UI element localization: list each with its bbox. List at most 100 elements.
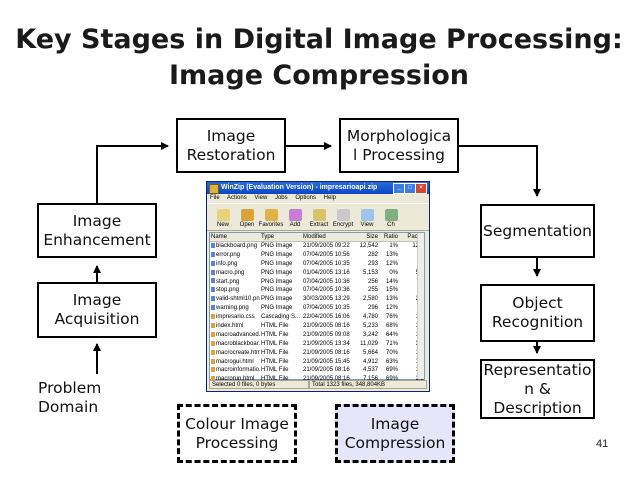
view-button[interactable]: View: [355, 204, 379, 230]
file-type: PNG Image: [260, 295, 302, 304]
file-modified: 21/09/2005 15:45: [302, 358, 354, 367]
file-type: HTML File: [260, 331, 302, 340]
file-size: 4,912: [354, 358, 378, 367]
column-header-modified[interactable]: Modified: [303, 234, 326, 240]
new-button[interactable]: New: [211, 204, 235, 230]
colour-image-processing-box: Colour Image Processing: [177, 404, 297, 463]
column-header-type[interactable]: Type: [261, 234, 275, 240]
menu-jobs[interactable]: Jobs: [274, 195, 288, 201]
image-restoration-label: Image Restoration: [186, 126, 276, 164]
file-ratio: 15%: [378, 286, 398, 295]
winzip-titlebar: WinZip (Evaluation Version) - impresario…: [207, 182, 429, 194]
slide-title: Key Stages in Digital Image Processing: …: [0, 22, 638, 94]
file-name: valid-shtml10.png: [210, 295, 260, 304]
column-header-ratio[interactable]: Ratio: [383, 234, 398, 240]
file-name: info.png: [210, 260, 260, 269]
close-icon[interactable]: ×: [415, 183, 427, 194]
open-button[interactable]: Open: [235, 204, 259, 230]
file-size: 255: [354, 286, 378, 295]
file-modified-text: 07/04/2005 10:56: [303, 251, 350, 258]
extract-button[interactable]: Extract: [307, 204, 331, 230]
file-ratio-text: 14%: [385, 278, 398, 285]
file-type-text: Cascading S...: [261, 314, 301, 321]
file-icon: [211, 251, 215, 257]
file-list-scrollbar[interactable]: [417, 233, 424, 379]
file-name: error.png: [210, 251, 260, 260]
file-name-text: start.png: [216, 278, 240, 285]
file-modified: 21/09/2005 08:16: [302, 349, 354, 358]
file-size: 2,580: [354, 295, 378, 304]
column-header-packed[interactable]: Packe: [407, 234, 424, 240]
file-ratio: 69%: [378, 375, 398, 384]
file-icon: [211, 305, 215, 311]
file-type-text: PNG Image: [261, 269, 293, 276]
file-modified-text: 21/09/2005 08:16: [303, 367, 350, 374]
file-name-text: error.png: [216, 251, 241, 258]
file-ratio-text: 15%: [385, 287, 398, 294]
file-ratio-text: 12%: [385, 260, 398, 267]
file-type: PNG Image: [260, 260, 302, 269]
column-header-size[interactable]: Size: [366, 234, 378, 240]
file-ratio: 70%: [378, 349, 398, 358]
file-modified-text: 21/09/2005 08:16: [303, 376, 350, 383]
file-name-text: macro.png: [216, 269, 245, 276]
file-size: 11,029: [354, 340, 378, 349]
file-name: macrocreate.html: [210, 349, 260, 358]
file-size-text: 2,580: [362, 296, 378, 303]
encrypt-button[interactable]: Encrypt: [331, 204, 355, 230]
checkout-button[interactable]: Ch: [379, 204, 403, 230]
file-type: HTML File: [260, 358, 302, 367]
file-name: impresario.css: [210, 313, 260, 322]
file-modified-text: 21/09/2005 08:16: [303, 323, 350, 330]
file-name: index.html: [210, 322, 260, 331]
file-icon: [211, 278, 215, 284]
winzip-title-text: WinZip (Evaluation Version) - impresario…: [221, 184, 378, 191]
file-modified-text: 07/04/2005 10:35: [303, 260, 350, 267]
file-modified: 21/09/2005 08:16: [302, 375, 354, 384]
file-type-text: PNG Image: [261, 278, 293, 285]
menu-view[interactable]: View: [254, 195, 268, 201]
file-name: start.png: [210, 278, 260, 287]
title-line-2: Image Compression: [168, 60, 470, 91]
menu-help[interactable]: Help: [323, 195, 337, 201]
file-size-text: 296: [367, 305, 378, 312]
arrow-enhancement-to-restoration: [96, 142, 169, 203]
file-type: PNG Image: [260, 269, 302, 278]
file-size-text: 11,029: [360, 340, 378, 347]
menu-file[interactable]: File: [210, 195, 220, 201]
image-enhancement-box: Image Enhancement: [37, 203, 157, 258]
file-size: 282: [354, 251, 378, 260]
file-ratio: 13%: [378, 251, 398, 260]
add-button[interactable]: Add: [283, 204, 307, 230]
file-type: HTML File: [260, 366, 302, 375]
morphological-processing-label: Morphologica l Processing: [346, 126, 452, 164]
file-modified-text: 21/09/2005 09:08: [303, 331, 350, 338]
menu-actions[interactable]: Actions: [227, 195, 247, 201]
file-name: macro.png: [210, 269, 260, 278]
file-ratio: 69%: [378, 366, 398, 375]
view-icon: [360, 209, 374, 221]
file-size: 256: [354, 278, 378, 287]
menu-options[interactable]: Options: [295, 195, 316, 201]
column-header-name[interactable]: Name: [211, 234, 228, 240]
file-name: stop.png: [210, 286, 260, 295]
favorites-button[interactable]: Favorites: [259, 204, 283, 230]
file-size: 5,153: [354, 269, 378, 278]
